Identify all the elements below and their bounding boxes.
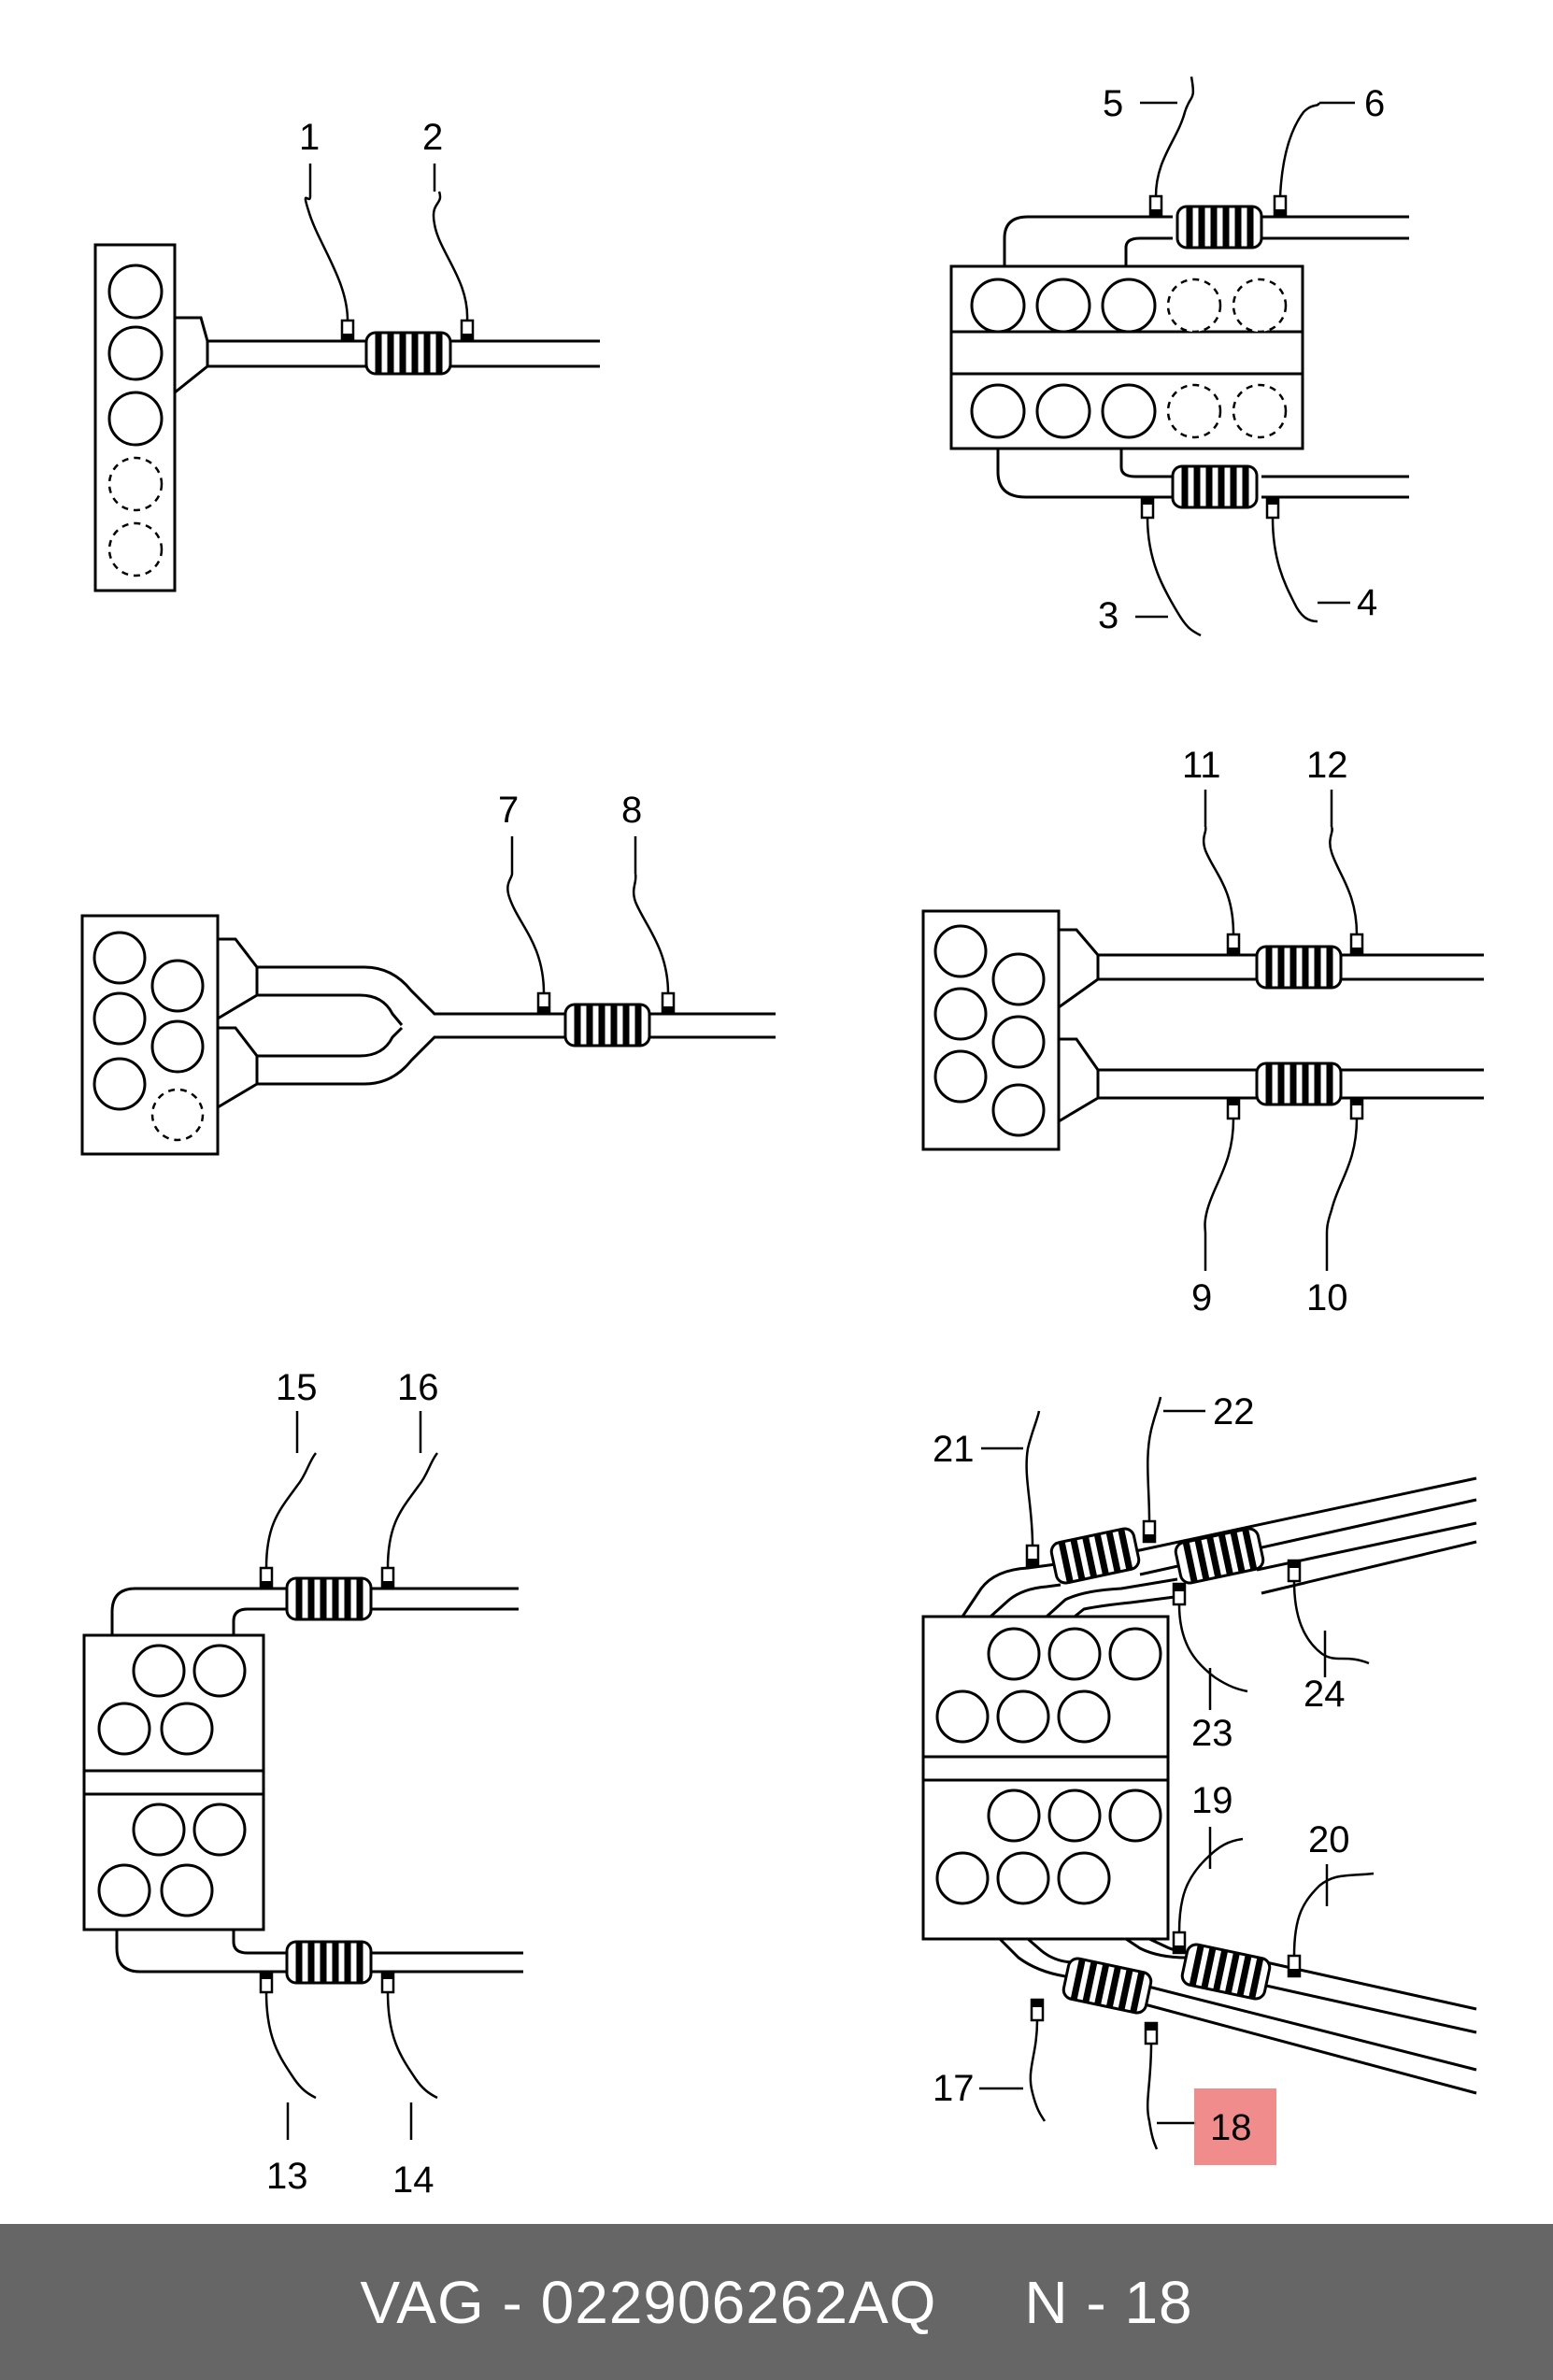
sensor-label-21: 21 <box>933 1429 975 1470</box>
highlight-box-18 <box>1194 2088 1276 2165</box>
sensor-label-24: 24 <box>1304 1674 1346 1715</box>
sensor-label-11: 11 <box>1182 745 1221 786</box>
panel-v6-twin-cat: 11 12 9 10 <box>921 745 1484 1318</box>
sensor-label-3: 3 <box>1098 595 1118 636</box>
panel-w8-twin-cat: 15 16 13 14 <box>82 1367 523 2201</box>
sensor-label-23: 23 <box>1191 1713 1233 1754</box>
panel-v6-single-cat: 7 8 <box>80 790 776 1156</box>
exhaust-sensor-diagram: 1 2 5 6 3 4 <box>80 76 1484 2201</box>
sensor-label-14: 14 <box>392 2159 435 2201</box>
sensor-label-18: 18 <box>1210 2107 1252 2148</box>
panel-inline-5cyl: 1 2 <box>93 117 600 592</box>
sensor-label-15: 15 <box>276 1367 318 1408</box>
sensor-label-1: 1 <box>299 117 320 158</box>
panel-vr6-twin-cat: 5 6 3 4 <box>949 76 1409 637</box>
panel-w12-quad-cat: 21 22 23 24 17 18 19 20 <box>921 1391 1477 2165</box>
sensor-label-17: 17 <box>933 2068 975 2109</box>
sensor-label-5: 5 <box>1103 83 1123 124</box>
sensor-label-13: 13 <box>266 2156 308 2197</box>
footer-part-info: VAG - 022906262AQ N - 18 <box>360 2268 1193 2336</box>
sensor-label-10: 10 <box>1306 1277 1348 1318</box>
sensor-label-4: 4 <box>1357 582 1377 623</box>
sensor-label-20: 20 <box>1308 1819 1350 1860</box>
sensor-label-16: 16 <box>397 1367 439 1408</box>
sensor-label-8: 8 <box>621 790 642 831</box>
sensor-label-12: 12 <box>1306 745 1348 786</box>
sensor-label-19: 19 <box>1191 1780 1233 1821</box>
sensor-label-2: 2 <box>422 117 443 158</box>
sensor-label-6: 6 <box>1364 83 1385 124</box>
sensor-label-7: 7 <box>498 790 519 831</box>
sensor-label-9: 9 <box>1191 1277 1212 1318</box>
footer-bar: VAG - 022906262AQ N - 18 <box>0 2224 1553 2380</box>
sensor-label-22: 22 <box>1213 1391 1255 1432</box>
